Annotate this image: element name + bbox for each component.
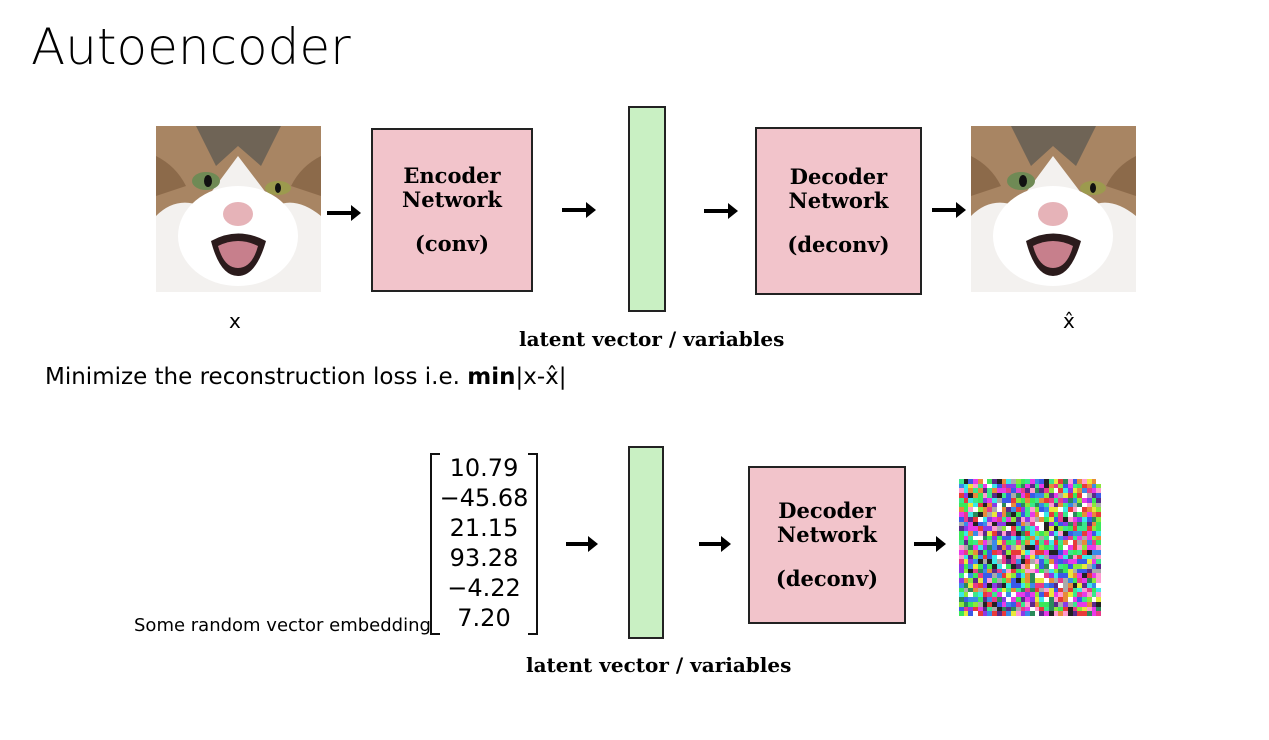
right-bracket xyxy=(528,453,538,635)
decoder-bottom-line1: Decoder xyxy=(778,498,876,523)
encoder-line2: Network xyxy=(402,187,502,212)
input-label-x: x xyxy=(229,309,241,333)
loss-text-formula: |x-x̂| xyxy=(515,364,567,390)
loss-text-prefix: Minimize the reconstruction loss i.e. xyxy=(45,364,468,390)
slide-title: Autoencoder xyxy=(31,18,351,76)
cat-illustration-reconstructed xyxy=(971,126,1136,292)
decoder-network-box-bottom: Decoder Network (deconv) xyxy=(748,466,906,624)
arrow-input-to-encoder xyxy=(327,205,361,221)
input-cat-image xyxy=(156,126,321,292)
latent-vector-box-top xyxy=(628,106,666,312)
latent-label-top: latent vector / variables xyxy=(519,327,785,351)
cat-illustration xyxy=(156,126,321,292)
encoder-sub: (conv) xyxy=(414,231,490,256)
vector-value: −45.68 xyxy=(439,484,529,512)
decoder-sub: (deconv) xyxy=(787,232,890,257)
decoder-bottom-line2: Network xyxy=(777,522,877,547)
arrow-decoder-to-output xyxy=(932,202,966,218)
output-label-x-hat: x̂ xyxy=(1063,309,1075,333)
random-noise-image xyxy=(959,479,1101,616)
left-bracket xyxy=(430,453,440,635)
latent-vector-box-bottom xyxy=(628,446,664,639)
embedding-caption: Some random vector embedding xyxy=(134,615,431,636)
arrow-vector-to-latent xyxy=(566,536,598,552)
decoder-line1: Decoder xyxy=(789,164,888,189)
arrow-latent-to-decoder xyxy=(704,203,738,219)
encoder-line1: Encoder xyxy=(403,163,501,188)
vector-value: 7.20 xyxy=(457,604,511,632)
loss-text: Minimize the reconstruction loss i.e. mi… xyxy=(45,364,567,390)
vector-value: 10.79 xyxy=(449,454,519,482)
vector-value: −4.22 xyxy=(447,574,521,602)
decoder-bottom-sub: (deconv) xyxy=(775,566,879,591)
vector-value: 21.15 xyxy=(449,514,519,542)
arrow-latent-to-decoder-bottom xyxy=(699,536,731,552)
vector-value: 93.28 xyxy=(449,544,519,572)
loss-text-min: min xyxy=(467,364,516,390)
latent-label-bottom: latent vector / variables xyxy=(526,653,792,677)
decoder-line2: Network xyxy=(788,188,889,213)
arrow-decoder-to-noise xyxy=(914,536,946,552)
arrow-encoder-to-latent xyxy=(562,202,596,218)
decoder-network-box-top: Decoder Network (deconv) xyxy=(755,127,922,295)
encoder-network-box: Encoder Network (conv) xyxy=(371,128,533,292)
output-cat-image xyxy=(971,126,1136,292)
